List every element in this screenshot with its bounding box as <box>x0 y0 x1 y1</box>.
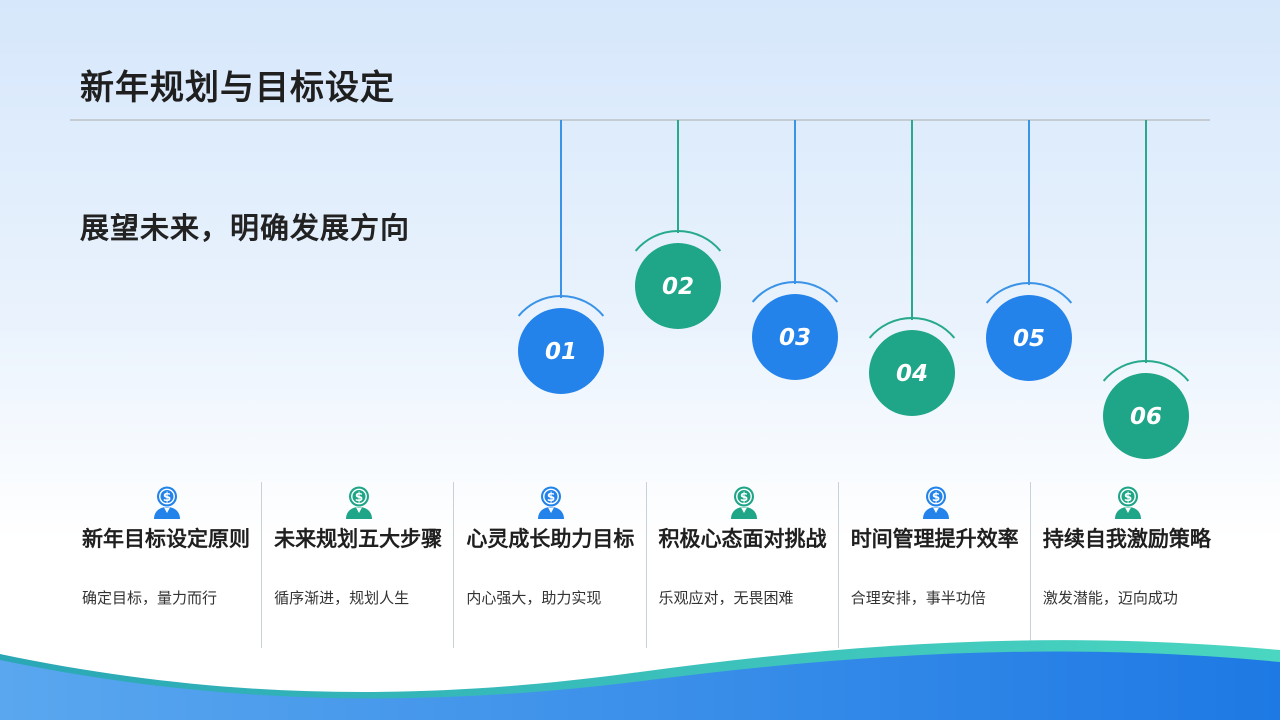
dollar-person-icon: $ <box>154 486 180 519</box>
pendant-number: 04 <box>896 361 928 387</box>
item-4: $ 时间管理提升效率 合理安排，事半功倍 <box>837 482 1030 648</box>
pendant-03: 03 <box>751 120 839 380</box>
pendant-arc <box>868 317 956 339</box>
pendant-arc <box>517 295 605 317</box>
item-desc: 乐观应对，无畏困难 <box>658 589 794 607</box>
item-2: $ 心灵成长助力目标 内心强大，助力实现 <box>453 482 645 648</box>
item-5: $ 持续自我激励策略 激发潜能，迈向成功 <box>1029 482 1222 648</box>
svg-text:$: $ <box>547 490 555 504</box>
slide-subtitle: 展望未来，明确发展方向 <box>80 211 411 245</box>
dollar-person-icon: $ <box>730 486 757 519</box>
pendant-number: 05 <box>1013 326 1045 352</box>
dollar-person-icon: $ <box>1114 486 1141 519</box>
title-divider <box>70 119 1210 121</box>
svg-text:$: $ <box>739 490 747 504</box>
dollar-person-icon: $ <box>346 486 373 519</box>
item-title: 新年目标设定原则 <box>82 527 250 551</box>
item-title: 时间管理提升效率 <box>850 527 1019 551</box>
item-desc: 确定目标，量力而行 <box>82 589 218 607</box>
pendant-circle <box>518 308 604 394</box>
item-0: $ 新年目标设定原则 确定目标，量力而行 <box>70 482 261 648</box>
item-desc: 循序渐进，规划人生 <box>274 589 410 607</box>
item-title: 积极心态面对挑战 <box>658 527 827 551</box>
pendant-number: 01 <box>545 339 577 365</box>
items-row: $ 新年目标设定原则 确定目标，量力而行 $ 未来规划五大步骤 循序渐进，规划人… <box>70 482 1222 648</box>
svg-text:$: $ <box>355 490 363 504</box>
pendant-01: 01 <box>517 120 605 394</box>
pendant-number: 02 <box>662 274 694 300</box>
dollar-person-icon: $ <box>922 486 949 519</box>
item-title: 心灵成长助力目标 <box>466 527 635 551</box>
item-3: $ 积极心态面对挑战 乐观应对，无畏困难 <box>645 482 838 648</box>
pendant-06: 06 <box>1102 120 1190 459</box>
pendant-number: 03 <box>779 325 811 351</box>
item-desc: 激发潜能，迈向成功 <box>1042 589 1178 607</box>
slide-title: 新年规划与目标设定 <box>80 68 395 108</box>
pendant-arc <box>634 230 722 252</box>
pendant-arc <box>1102 359 1190 382</box>
item-title: 未来规划五大步骤 <box>274 527 443 551</box>
pendant-number: 06 <box>1130 404 1162 430</box>
pendant-circle <box>869 330 955 416</box>
pendant-02: 02 <box>634 120 722 329</box>
item-desc: 合理安排，事半功倍 <box>850 589 986 607</box>
dollar-person-icon: $ <box>538 486 565 519</box>
pendant-circle <box>986 295 1072 381</box>
pendant-circle <box>1103 373 1189 459</box>
pendant-arc <box>985 282 1073 304</box>
svg-text:$: $ <box>163 490 171 504</box>
pendant-arc <box>751 281 839 303</box>
pendant-circle <box>635 243 721 329</box>
item-1: $ 未来规划五大步骤 循序渐进，规划人生 <box>261 482 453 648</box>
pendant-04: 04 <box>868 120 956 416</box>
svg-text:$: $ <box>1124 490 1132 504</box>
svg-text:$: $ <box>932 490 940 504</box>
item-title: 持续自我激励策略 <box>1042 527 1211 551</box>
bottom-wave <box>0 640 1280 720</box>
pendant-05: 05 <box>985 120 1073 381</box>
item-desc: 内心强大，助力实现 <box>466 589 602 607</box>
pendant-circle <box>752 294 838 380</box>
